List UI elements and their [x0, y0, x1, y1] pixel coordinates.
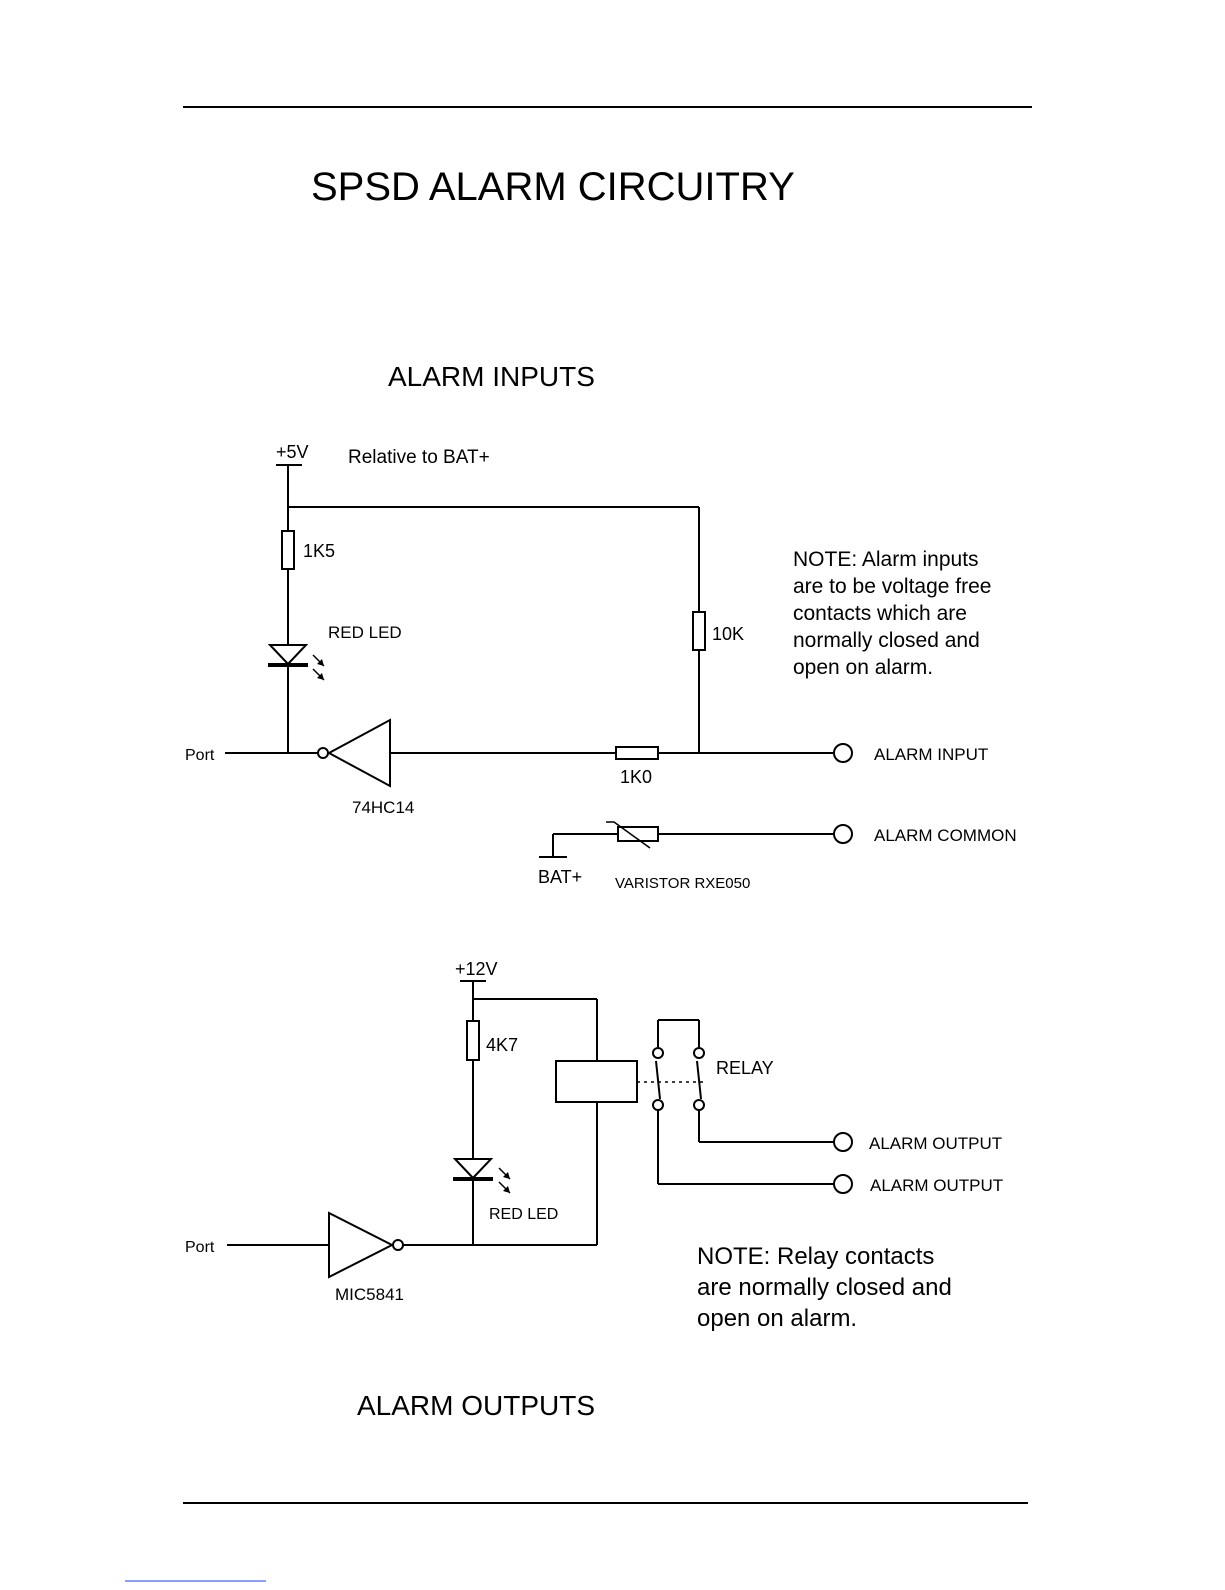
inputs-note-line: contacts which are — [793, 602, 967, 625]
red-led-1-icon — [267, 644, 309, 666]
resistor-4k7 — [466, 1020, 480, 1061]
red-led-2-label: RED LED — [489, 1206, 558, 1223]
bat-plus-label: BAT+ — [538, 867, 582, 887]
varistor-label: VARISTOR RXE050 — [615, 875, 750, 892]
led-2-emission-arrows-icon — [498, 1167, 511, 1194]
alarm-input-label: ALARM INPUT — [874, 745, 988, 764]
alarm-output-terminal-2 — [833, 1174, 853, 1194]
alarm-common-label: ALARM COMMON — [874, 826, 1017, 845]
driver-mic5841-label: MIC5841 — [335, 1285, 404, 1304]
driver-mic5841-icon — [328, 1211, 395, 1279]
inputs-note-line: open on alarm. — [793, 656, 933, 679]
alarm-common-terminal — [833, 824, 853, 844]
alarm-output-1-label: ALARM OUTPUT — [869, 1134, 1002, 1153]
red-led-2-icon — [452, 1158, 494, 1180]
red-led-1-label: RED LED — [328, 623, 402, 642]
inverter-74hc14-bubble — [317, 747, 329, 759]
inputs-note-line: NOTE: Alarm inputs — [793, 548, 979, 571]
output-port-label: Port — [185, 1239, 215, 1256]
relay-label: RELAY — [716, 1058, 774, 1078]
alarm-input-terminal — [833, 743, 853, 763]
alarm-outputs-note: NOTE: Relay contacts are normally closed… — [697, 1243, 952, 1332]
inputs-note-line: are to be voltage free — [793, 575, 991, 598]
supply-12v-label: +12V — [455, 959, 498, 979]
relay-contacts — [652, 1019, 833, 1185]
alarm-output-2-label: ALARM OUTPUT — [870, 1176, 1003, 1195]
input-port-label: Port — [185, 747, 215, 764]
alarm-output-terminal-1 — [833, 1132, 853, 1152]
resistor-1k5-label: 1K5 — [303, 541, 335, 561]
resistor-1k5 — [281, 530, 295, 570]
alarm-outputs-heading: ALARM OUTPUTS — [357, 1390, 595, 1421]
resistor-1k0 — [615, 746, 659, 760]
inputs-note-line: normally closed and — [793, 629, 980, 652]
relay-coil — [555, 1060, 638, 1103]
inverter-74hc14-icon — [326, 718, 391, 788]
inverter-74hc14-label: 74HC14 — [352, 798, 414, 817]
alarm-outputs-circuit: +12V 4K7 RED LED Port MIC5841 — [185, 959, 1003, 1332]
alarm-inputs-heading: ALARM INPUTS — [388, 361, 595, 392]
resistor-1k0-label: 1K0 — [620, 767, 652, 787]
alarm-inputs-circuit: +5V Relative to BAT+ 1K5 RED LED 10K Por… — [185, 442, 1017, 892]
outputs-note-line: are normally closed and — [697, 1274, 952, 1301]
supply-5v-label: +5V — [276, 442, 309, 462]
resistor-4k7-label: 4K7 — [486, 1035, 518, 1055]
resistor-10k — [692, 611, 706, 651]
outputs-note-line: NOTE: Relay contacts — [697, 1243, 934, 1270]
page-title: SPSD ALARM CIRCUITRY — [311, 165, 795, 209]
alarm-inputs-note: NOTE: Alarm inputs are to be voltage fre… — [793, 548, 991, 679]
relative-to-bat-label: Relative to BAT+ — [348, 447, 490, 468]
resistor-10k-label: 10K — [712, 624, 744, 644]
outputs-note-line: open on alarm. — [697, 1305, 857, 1332]
led-1-emission-arrows-icon — [312, 654, 325, 681]
driver-mic5841-bubble — [392, 1239, 404, 1251]
